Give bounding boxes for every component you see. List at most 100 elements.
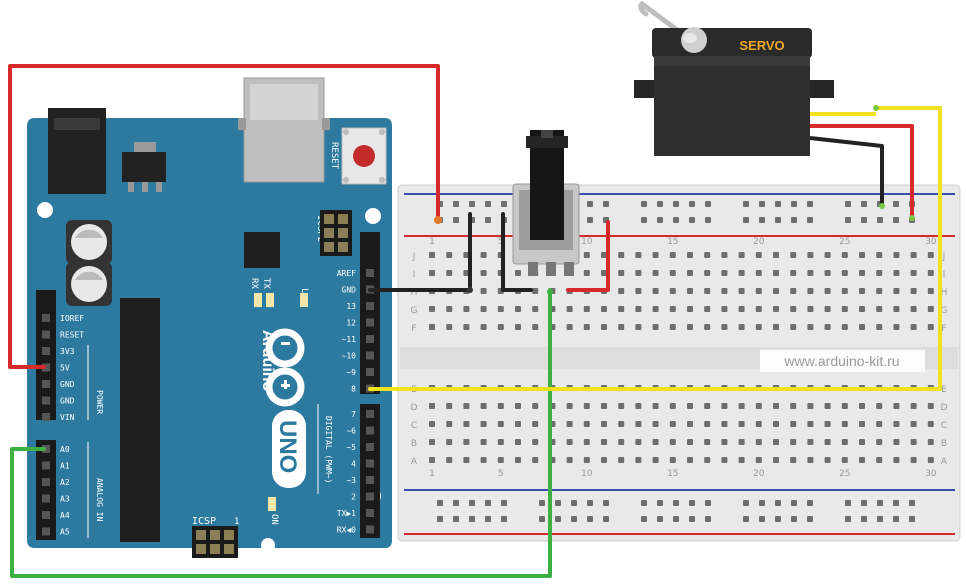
header-pin — [42, 527, 50, 536]
breadboard-hole — [893, 217, 899, 223]
breadboard-hole — [669, 324, 676, 330]
wire-red-5v — [8, 64, 440, 369]
breadboard-hole — [759, 201, 765, 207]
row-label: B — [941, 439, 947, 449]
breadboard-hole — [861, 516, 867, 522]
column-label: 10 — [581, 469, 593, 479]
breadboard-hole — [618, 457, 625, 463]
header-pin — [42, 478, 50, 486]
breadboard-hole — [807, 403, 814, 409]
wire-black-pot-gnd — [501, 212, 533, 292]
breadboard-hole — [721, 421, 728, 427]
breadboard-hole — [480, 403, 487, 409]
breadboard-hole — [669, 252, 676, 258]
breadboard-hole — [485, 516, 491, 522]
breadboard-hole — [501, 500, 507, 506]
breadboard-hole — [877, 500, 883, 506]
breadboard-hole — [824, 252, 831, 258]
header-pin — [196, 544, 206, 554]
row-label: H — [411, 288, 418, 298]
row-label: A — [941, 457, 948, 467]
breadboard-hole — [601, 457, 607, 463]
breadboard-hole — [485, 217, 491, 223]
row-label: B — [411, 439, 417, 449]
breadboard-hole — [687, 306, 693, 312]
breadboard-hole — [759, 500, 765, 506]
header-pin — [210, 544, 220, 554]
breadboard-hole — [480, 439, 487, 445]
arduino-board: RESET ICSP2 TX RX L Arduino UNO ON — [27, 77, 392, 558]
pin-label: ~11 — [342, 335, 357, 344]
breadboard-hole — [618, 421, 625, 427]
row-label: A — [411, 457, 418, 467]
breadboard-hole — [704, 252, 711, 258]
breadboard-hole — [876, 270, 883, 276]
breadboard-hole — [571, 516, 577, 522]
breadboard-hole — [429, 457, 435, 463]
svg-text:UNO: UNO — [274, 420, 301, 473]
column-label: 1 — [429, 469, 435, 479]
breadboard-hole — [773, 421, 779, 427]
breadboard-hole — [532, 439, 539, 445]
breadboard-hole — [755, 421, 762, 427]
header-pin — [324, 242, 334, 252]
servo-label: SERVO — [739, 38, 784, 53]
rx-led — [254, 293, 262, 307]
breadboard-hole — [497, 306, 504, 312]
breadboard-hole — [429, 421, 435, 427]
breadboard-hole — [845, 217, 851, 223]
breadboard-hole — [446, 252, 453, 258]
breadboard-hole — [790, 306, 797, 312]
breadboard-hole — [824, 421, 831, 427]
breadboard-hole — [555, 500, 561, 506]
header-pin — [366, 492, 374, 501]
breadboard-hole — [673, 201, 679, 207]
wire-green-a0 — [10, 288, 552, 578]
breadboard-hole — [618, 439, 625, 445]
header-pin — [42, 494, 50, 503]
breadboard-hole — [641, 217, 647, 223]
breadboard-hole — [859, 306, 865, 312]
row-label: H — [941, 288, 948, 298]
column-label: 1 — [429, 237, 435, 247]
breadboard-hole — [738, 439, 745, 445]
analog-group-label: ANALOG IN — [95, 478, 104, 522]
pin-label: ~9 — [346, 368, 356, 377]
breadboard-hole — [790, 270, 797, 276]
atmega328-chip — [120, 298, 160, 542]
breadboard-hole — [641, 500, 647, 506]
breadboard-hole — [446, 421, 453, 427]
breadboard-hole — [689, 201, 695, 207]
breadboard-hole — [790, 288, 797, 294]
breadboard-hole — [704, 421, 711, 427]
row-label: G — [941, 306, 948, 316]
servo-horn — [638, 0, 683, 35]
breadboard-hole — [824, 324, 831, 330]
digital-group-label: DIGITAL (PWM~) — [324, 416, 333, 483]
header-pin — [324, 228, 334, 238]
breadboard-hole — [669, 421, 676, 427]
breadboard-hole — [669, 439, 676, 445]
pin-label: IOREF — [60, 314, 84, 323]
breadboard-hole — [755, 270, 762, 276]
pin-label: A5 — [60, 528, 70, 537]
breadboard-hole — [587, 217, 593, 223]
breadboard-hole — [738, 421, 745, 427]
column-label: 5 — [498, 237, 504, 247]
breadboard-hole — [773, 457, 779, 463]
column-label: 30 — [925, 469, 937, 479]
reset-button[interactable] — [341, 127, 387, 185]
breadboard-hole — [807, 217, 813, 223]
wire-red-pot-vcc — [566, 220, 610, 292]
breadboard-hole — [429, 403, 435, 409]
breadboard-hole — [515, 457, 521, 463]
breadboard-hole — [687, 288, 693, 294]
breadboard-hole — [738, 306, 745, 312]
row-label: F — [411, 324, 416, 334]
breadboard-hole — [463, 270, 470, 276]
breadboard-hole — [566, 306, 573, 312]
breadboard-hole — [738, 457, 745, 463]
breadboard-hole — [790, 439, 797, 445]
breadboard-hole — [859, 252, 865, 258]
